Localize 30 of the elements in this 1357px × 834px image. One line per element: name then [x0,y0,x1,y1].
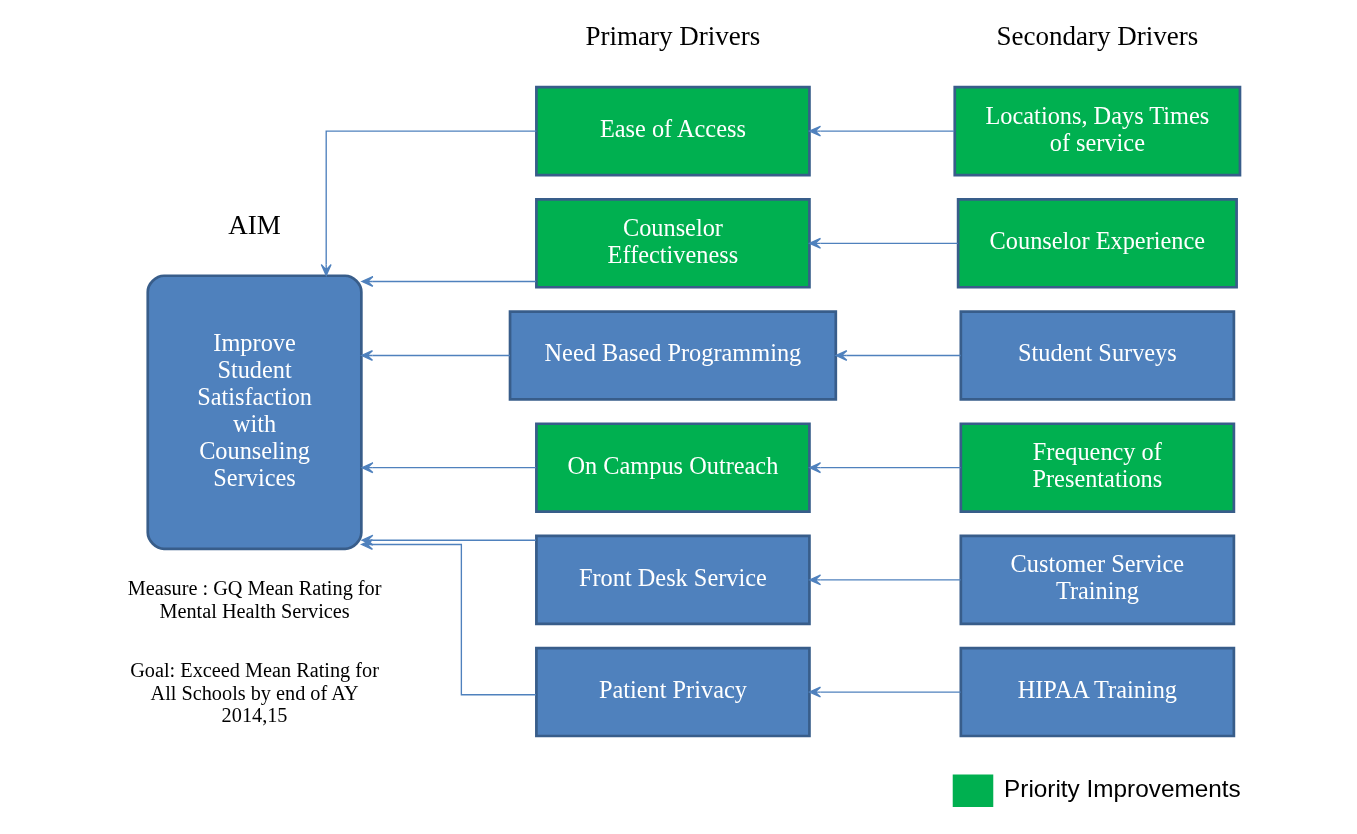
arrow [360,462,537,474]
arrow [320,130,537,277]
arrow [808,237,958,249]
node-box: Need Based Programming [508,310,837,401]
arrow [808,686,961,698]
node-box: On Campus Outreach [534,422,811,513]
label: Secondary Drivers [995,20,1198,51]
arrow [360,349,511,362]
node-box: Counselor Experience [956,198,1238,289]
arrow [808,125,955,137]
node-box: HIPAA Training [959,646,1235,738]
node-box: Frequency of Presentations [959,422,1235,513]
node-box: Ease of Access [534,85,811,177]
label: Goal: Exceed Mean Rating for All Schools by end of AY 2014,15 [129,658,379,727]
node-box: Customer Service Training [959,534,1235,626]
arrow [808,574,961,586]
node-box: Front Desk Service [534,534,811,626]
node-box: Counselor Effectiveness [534,198,811,289]
label: AIM [227,209,281,240]
label: Measure : GQ Mean Rating for Mental Health Services [127,576,381,622]
legend-label: Priority Improvements [1003,774,1241,802]
arrow [808,462,961,474]
node-box: Student Surveys [959,310,1235,401]
arrow [834,349,961,362]
node-box: Locations, Days Times of service [952,85,1241,177]
node-box: Patient Privacy [534,646,811,738]
arrow [360,275,537,288]
node-box: Improve Student Satisfaction with Counseling Services [145,274,363,551]
label: Primary Drivers [585,20,760,51]
arrow [360,538,537,696]
